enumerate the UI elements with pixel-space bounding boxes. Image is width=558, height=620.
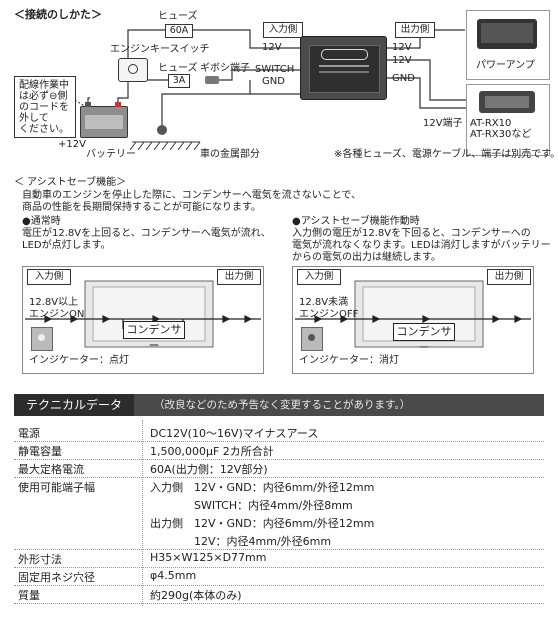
rx-models-2: AT-RX30など bbox=[470, 129, 532, 140]
assist-title: ＜ アシストセーブ機能＞ bbox=[14, 177, 127, 188]
active-indicator-image bbox=[301, 327, 323, 351]
normal-indicator-label: インジケーター：点灯 bbox=[29, 355, 129, 366]
spec-divider bbox=[14, 567, 544, 568]
rx-model-box bbox=[466, 84, 550, 156]
spec-column-divider bbox=[142, 420, 143, 606]
spec-value: H35×W125×D77mm bbox=[150, 551, 267, 564]
input-switch: SWITCH bbox=[255, 64, 295, 75]
spec-row: 最大定格電流 60A(出力側：12V部分) bbox=[14, 459, 544, 477]
normal-capacitor: コンデンサー bbox=[123, 321, 185, 352]
terminal-12v-label: 12V端子 bbox=[423, 118, 463, 129]
spec-row: 出力側 12V・GND：内径6mm/外径12mm bbox=[14, 513, 544, 531]
spec-row: 質量 約290g(本体のみ) bbox=[14, 585, 544, 603]
active-desc-1: 入力側の電圧が12.8Vを下回ると、コンデンサーへの bbox=[292, 228, 531, 239]
connection-title: ＜接続のしかた＞ bbox=[14, 8, 102, 21]
spec-row: 静電容量 1,500,000μF 2カ所合計 bbox=[14, 441, 544, 459]
spec-label: 最大定格電流 bbox=[18, 463, 84, 476]
spec-row: SWITCH：内径4mm/外径8mm bbox=[14, 495, 544, 513]
spec-row: 使用可能端子幅 入力側 12V・GND：内径6mm/外径12mm bbox=[14, 477, 544, 495]
output-12v-b: 12V bbox=[392, 55, 412, 66]
caution-line-4: 外して bbox=[19, 113, 49, 124]
spec-divider bbox=[14, 549, 544, 550]
input-gnd: GND bbox=[262, 76, 285, 87]
normal-output-label: 出力側 bbox=[217, 269, 261, 285]
caution-line-2: は必ず⊖側 bbox=[19, 91, 68, 102]
spec-row: 固定用ネジ穴径 φ4.5mm bbox=[14, 567, 544, 585]
spec-value: DC12V(10〜16V)マイナスアース bbox=[150, 427, 319, 440]
fuse-label-top: ヒューズ bbox=[158, 11, 198, 22]
spec-label: 電源 bbox=[18, 427, 40, 440]
normal-indicator-image bbox=[31, 327, 53, 351]
tech-tab: テクニカルデータ bbox=[14, 394, 134, 416]
key-switch-icon bbox=[118, 58, 148, 82]
active-voltage: 12.8V未満 bbox=[299, 297, 349, 308]
gibosi-label: ギボシ端子 bbox=[200, 63, 250, 74]
rx-models-1: AT-RX10 bbox=[470, 118, 512, 129]
normal-input-label: 入力側 bbox=[27, 269, 71, 285]
input-side-label: 入力側 bbox=[263, 22, 303, 38]
output-12v-a: 12V bbox=[392, 42, 412, 53]
fuse-3a: 3A bbox=[168, 74, 190, 88]
assist-desc-1: 自動車のエンジンを停止した際に、コンデンサーへ電気を流さないことで、 bbox=[22, 190, 361, 201]
spec-divider bbox=[14, 441, 544, 442]
spec-value: 12V：内径4mm/外径6mm bbox=[150, 535, 332, 548]
key-switch-label: エンジンキースイッチ bbox=[110, 44, 210, 55]
active-output-label: 出力側 bbox=[487, 269, 531, 285]
spec-value: 1,500,000μF 2カ所合計 bbox=[150, 445, 274, 458]
spec-divider bbox=[14, 477, 544, 478]
spec-label: 外形寸法 bbox=[18, 553, 62, 566]
battery-plus-label: +12V bbox=[58, 139, 86, 150]
normal-diagram: 入力側 出力側 12.8V以上 エンジンON コンデンサー インジケーター：点灯 bbox=[22, 266, 264, 374]
active-head: ●アシストセーブ機能作動時 bbox=[292, 216, 420, 227]
active-desc-3: からの電気の出力は継続します。 bbox=[292, 252, 441, 263]
power-amp-box bbox=[466, 10, 550, 80]
caution-line-5: ください。 bbox=[19, 124, 69, 135]
output-side-label: 出力側 bbox=[395, 22, 435, 38]
active-input-label: 入力側 bbox=[297, 269, 341, 285]
normal-engine: エンジンON bbox=[29, 309, 85, 320]
spec-divider bbox=[14, 603, 544, 604]
active-engine: エンジンOFF bbox=[299, 309, 359, 320]
spec-value: 入力側 12V・GND：内径6mm/外径12mm bbox=[150, 481, 375, 494]
active-indicator-label: インジケーター：消灯 bbox=[299, 355, 399, 366]
output-gnd: GND bbox=[392, 73, 415, 84]
spec-row: 外形寸法 H35×W125×D77mm bbox=[14, 549, 544, 567]
battery-icon bbox=[80, 102, 128, 138]
spec-row: 12V：内径4mm/外径6mm bbox=[14, 531, 544, 549]
tech-header-band: テクニカルデータ （改良などのため予告なく変更することがあります。） bbox=[14, 394, 544, 416]
active-diagram: 入力側 出力側 12.8V未満 エンジンOFF コンデンサー インジケーター：消… bbox=[292, 266, 534, 374]
active-capacitor: コンデンサー bbox=[393, 323, 455, 354]
normal-voltage: 12.8V以上 bbox=[29, 297, 79, 308]
gibosi-connector-icon bbox=[205, 76, 219, 84]
spec-divider bbox=[14, 459, 544, 460]
spec-value: 60A(出力側：12V部分) bbox=[150, 463, 268, 476]
caution-box: 配線作業中 は必ず⊖側 のコードを 外して ください。 bbox=[14, 76, 76, 138]
power-amp-label: パワーアンプ bbox=[476, 60, 535, 71]
spec-label: 静電容量 bbox=[18, 445, 62, 458]
chassis-label: 車の金属部分 bbox=[200, 149, 260, 160]
caution-line-3: のコードを bbox=[19, 102, 69, 113]
normal-head: ●通常時 bbox=[22, 216, 61, 227]
note-label: ※各種ヒューズ、電源ケーブル、端子は別売です。 bbox=[334, 149, 558, 160]
battery-label: バッテリー bbox=[86, 149, 136, 160]
fuse-60a: 60A bbox=[165, 24, 193, 38]
tech-note: （改良などのため予告なく変更することがあります。） bbox=[154, 399, 411, 411]
spec-label: 質量 bbox=[18, 589, 40, 602]
spec-label: 固定用ネジ穴径 bbox=[18, 571, 95, 584]
fuse-label-mid: ヒューズ bbox=[158, 63, 198, 74]
normal-desc-1: 電圧が12.8Vを上回ると、コンデンサーへ電気が流れ、 bbox=[22, 228, 271, 239]
input-12v: 12V bbox=[262, 42, 282, 53]
spec-value: φ4.5mm bbox=[150, 569, 197, 582]
spec-divider bbox=[14, 585, 544, 586]
spec-row: 電源 DC12V(10〜16V)マイナスアース bbox=[14, 423, 544, 441]
spec-label: 使用可能端子幅 bbox=[18, 481, 95, 494]
assist-desc-2: 商品の性能を長期間保持することが可能になります。 bbox=[22, 202, 261, 213]
active-desc-2: 電気が流れなくなります。LEDは消灯しますがバッテリー bbox=[292, 240, 551, 251]
spec-value: 出力側 12V・GND：内径6mm/外径12mm bbox=[150, 517, 375, 530]
normal-desc-2: LEDが点灯します。 bbox=[22, 240, 111, 251]
capacitor-unit-image bbox=[300, 36, 387, 100]
caution-line-1: 配線作業中 bbox=[19, 80, 69, 91]
spec-value: SWITCH：内径4mm/外径8mm bbox=[150, 499, 353, 512]
spec-value: 約290g(本体のみ) bbox=[150, 589, 242, 602]
